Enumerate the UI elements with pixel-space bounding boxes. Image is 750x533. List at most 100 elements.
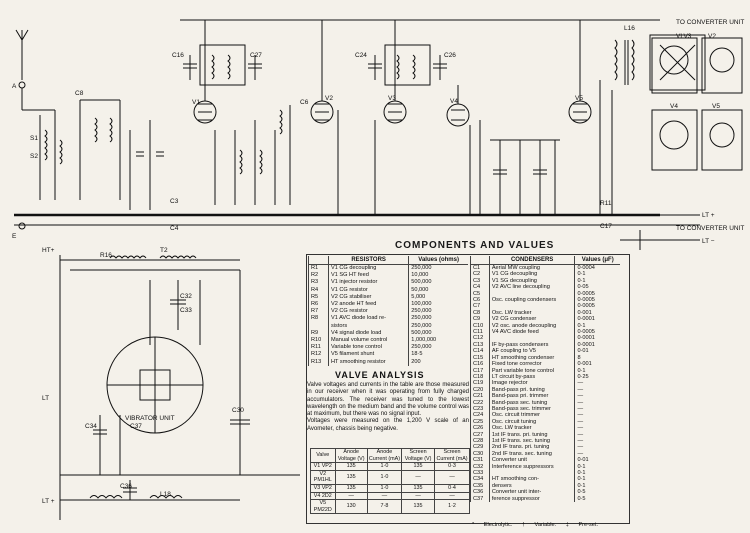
condenser-cell: C32 <box>470 463 490 470</box>
valve-table-cell: 1·2 <box>434 499 470 515</box>
valve-table-header-row: Valve Anode Voltage (V) Anode Current (m… <box>310 447 470 464</box>
valve-pin-label-v2: V2 <box>708 33 716 40</box>
resistor-cell: 250,000 <box>408 344 468 352</box>
condenser-cell: Osc. LW tracker <box>488 425 575 432</box>
condenser-cell: C11 <box>470 329 490 336</box>
condenser-cell: 0·1 <box>574 476 620 483</box>
label-c4: C4 <box>170 225 179 232</box>
power-supply-section <box>59 255 300 520</box>
condenser-cell: Image rejector <box>488 380 575 387</box>
c36-label: C36 <box>120 483 132 490</box>
condenser-cell: Band-pass sec. trimmer <box>488 405 575 413</box>
condenser-cell: Osc. circuit trimmer <box>488 412 575 419</box>
resistor-cell <box>308 322 329 330</box>
resistors-header-row: RESISTORS Values (ohms) <box>308 256 468 265</box>
condenser-cell: C31 <box>470 457 490 464</box>
condenser-cell: 0·0004 <box>574 264 620 272</box>
condenser-cell: C12 <box>470 335 490 342</box>
components-title: COMPONENTS AND VALUES <box>395 240 555 251</box>
condenser-cell: LT circuit by-pass <box>488 373 575 381</box>
footnote-variable: † Variable. <box>521 522 557 528</box>
condenser-cell: C3 <box>470 277 490 285</box>
valve-table-cell: 135 <box>401 483 436 493</box>
lt-left-positive-label: LT + <box>42 498 55 505</box>
resistor-cell: 250,000 <box>408 308 468 316</box>
condenser-cell: — <box>574 412 620 419</box>
condenser-cell: C25 <box>470 418 490 426</box>
label-r11: R11 <box>600 200 612 207</box>
condenser-cell: V2 CG condenser <box>488 316 575 323</box>
resistor-cell: R11 <box>308 344 329 352</box>
valve-v5 <box>568 20 613 215</box>
resistor-cell: V2 CG stabiliser <box>327 293 409 302</box>
components-frame <box>306 254 630 524</box>
condenser-cell: 0·0001 <box>574 335 620 342</box>
resistor-cell: V1 SG HT feed <box>327 272 409 280</box>
footnote-preset: ‡ Pre-set. <box>565 522 599 528</box>
condenser-cell: C18 <box>470 373 490 381</box>
footnote-electrolytic: * Electrolytic. <box>472 522 513 528</box>
condenser-cell: C8 <box>470 309 490 317</box>
valve-table-cell: — <box>434 491 470 501</box>
valve-table: Valve Anode Voltage (V) Anode Current (m… <box>310 447 470 515</box>
resistor-cell: sistors <box>327 322 409 330</box>
condenser-cell: C5 <box>470 290 490 298</box>
valve-analysis-paragraph-1: Valve voltages and currents in the table… <box>307 382 469 418</box>
valve-table-cell: 1·0 <box>366 462 403 471</box>
condenser-cell: — <box>574 380 620 387</box>
valve-v1 <box>193 20 217 124</box>
resistor-cell: 100,000 <box>408 301 468 309</box>
condenser-cell: Band-pass pri. tuning <box>488 386 575 394</box>
valve-table-cell: V3 VP2 <box>310 483 336 493</box>
c37-label: C37 <box>130 423 142 430</box>
valve-table-header-valve: Valve <box>310 447 336 464</box>
condenser-cell: Band-pass pri. trimmer <box>488 393 575 400</box>
valve-analysis-title: VALVE ANALYSIS <box>335 370 425 380</box>
valve-table-cell: 135 <box>334 483 368 493</box>
condenser-cell: C37 <box>470 495 490 503</box>
resistor-cell: HT smoothing resistor <box>327 358 409 366</box>
condenser-cell: — <box>574 399 620 406</box>
condenser-cell: C4 <box>470 284 490 291</box>
condenser-cell: densers <box>488 482 575 490</box>
valve-analysis-text: Valve voltages and currents in the table… <box>307 382 469 433</box>
condenser-cell: C9 <box>470 316 490 323</box>
resistor-cell: R6 <box>308 301 329 309</box>
condenser-cell: C7 <box>470 303 490 310</box>
condenser-cell: C15 <box>470 354 490 362</box>
label-c24: C24 <box>355 52 367 59</box>
condenser-cell: V2 osc. anode decoupling <box>488 322 575 330</box>
valve-table-cell: 0·4 <box>434 483 470 493</box>
condenser-cell: 0·1 <box>574 482 620 490</box>
aerial-symbol <box>15 29 55 111</box>
valve-table-cell: — <box>401 469 436 485</box>
valve-analysis-paragraph-2: Voltages were measured on the 1,200 V sc… <box>307 418 469 432</box>
condenser-cell: — <box>574 425 620 432</box>
condenser-cell: 0·0005 <box>574 297 620 304</box>
condenser-cell: V4 AVC diode feed <box>488 329 575 336</box>
valve-table-cell: 135 <box>334 462 368 471</box>
condenser-row: C12 0·0001 <box>470 335 620 342</box>
condenser-cell: C6 <box>470 297 490 304</box>
if-transformer-1 <box>183 44 262 86</box>
